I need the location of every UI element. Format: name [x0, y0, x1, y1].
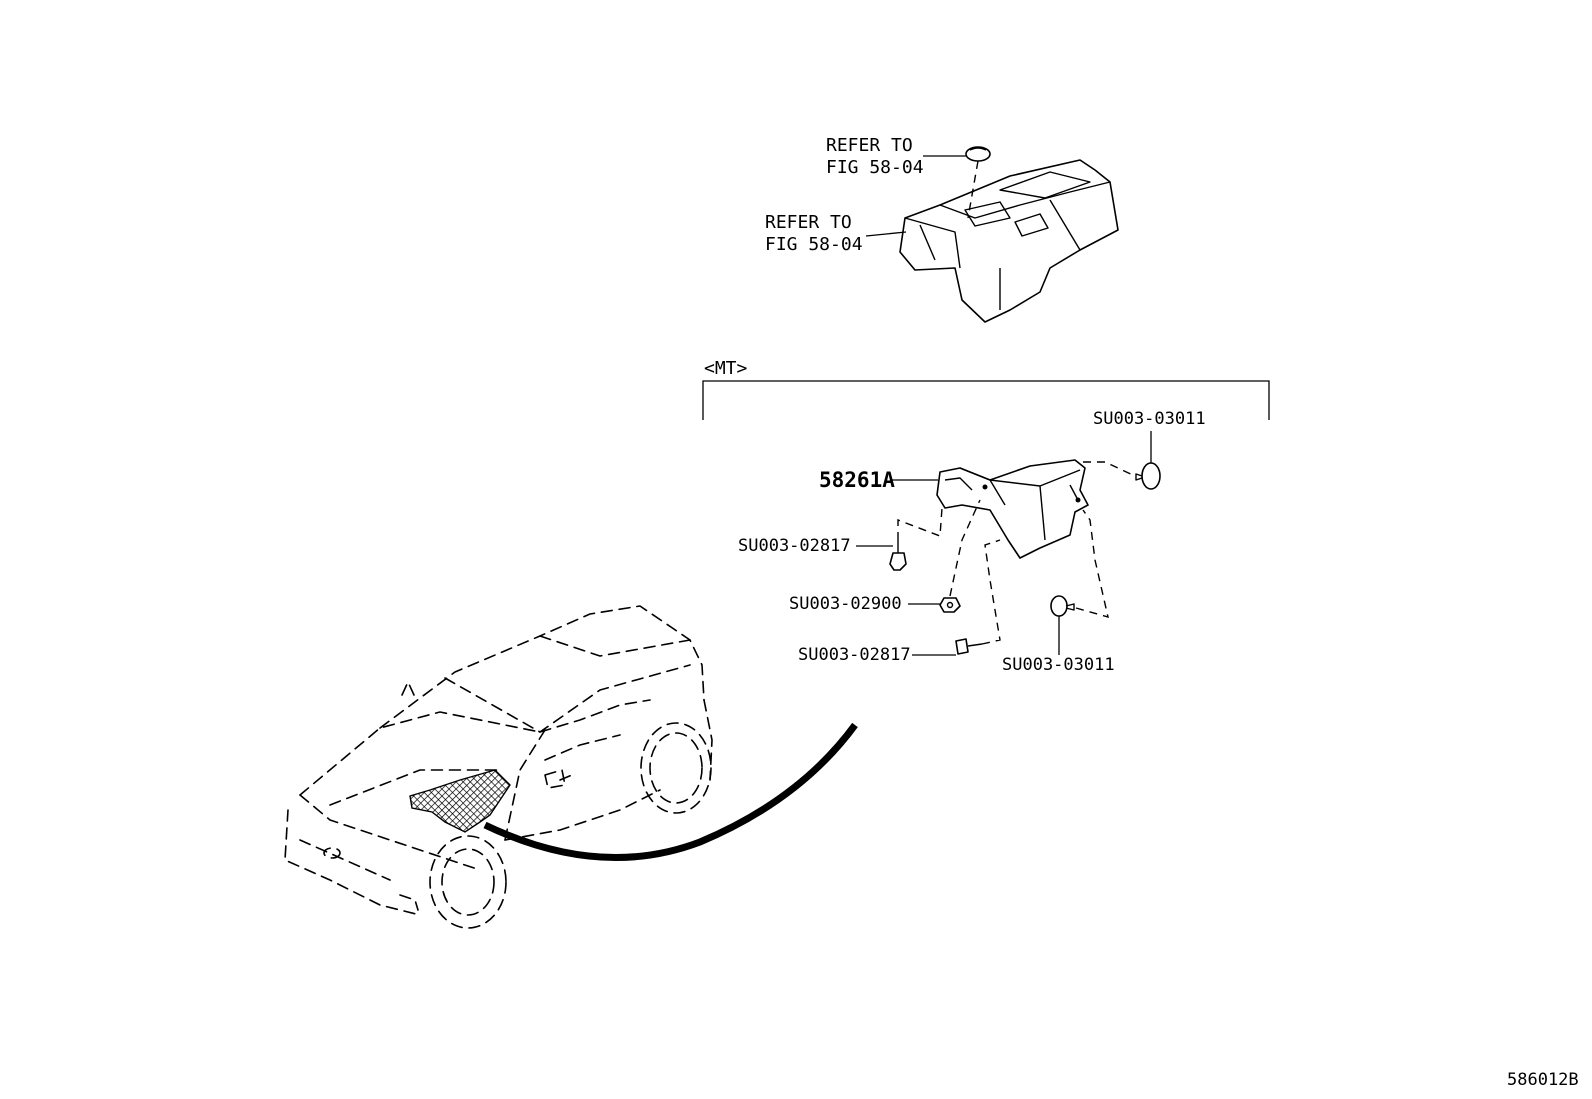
- clip-top-right: SU003-03011: [1083, 409, 1206, 490]
- bolt-lower: SU003-02817: [798, 539, 1001, 665]
- nut: SU003-02900: [789, 499, 981, 614]
- part-label-nut: SU003-02900: [789, 594, 902, 614]
- group-label: <MT>: [704, 358, 748, 379]
- part-label-clip-bottom: SU003-03011: [1002, 655, 1115, 675]
- part-label-bolt-upper: SU003-02817: [738, 536, 851, 556]
- refer-upper-line1: REFER TO: [826, 135, 913, 156]
- figure-id: 586012B: [1507, 1070, 1579, 1090]
- part-label-clip-top: SU003-03011: [1093, 409, 1206, 429]
- vehicle-locator: [284, 605, 713, 929]
- bolt-upper: SU003-02817: [738, 507, 943, 571]
- clip-bottom: SU003-03011: [1002, 509, 1115, 675]
- refer-upper-line2: FIG 58-04: [826, 157, 924, 178]
- part-label-58261a: 58261A: [819, 468, 895, 492]
- heat-insulator-58261a: 58261A: [819, 459, 1089, 559]
- highlighted-part: [409, 769, 511, 833]
- refer-lower-line2: FIG 58-04: [765, 234, 863, 255]
- part-label-bolt-lower: SU003-02817: [798, 645, 911, 665]
- mt-group-bracket: <MT>: [702, 358, 1270, 420]
- reference-assembly: [899, 146, 1119, 323]
- refer-lower-line1: REFER TO: [765, 212, 852, 233]
- locator-curve: [483, 722, 858, 861]
- refer-callout-upper: REFER TO FIG 58-04: [826, 135, 966, 178]
- refer-callout-lower: REFER TO FIG 58-04: [765, 212, 907, 255]
